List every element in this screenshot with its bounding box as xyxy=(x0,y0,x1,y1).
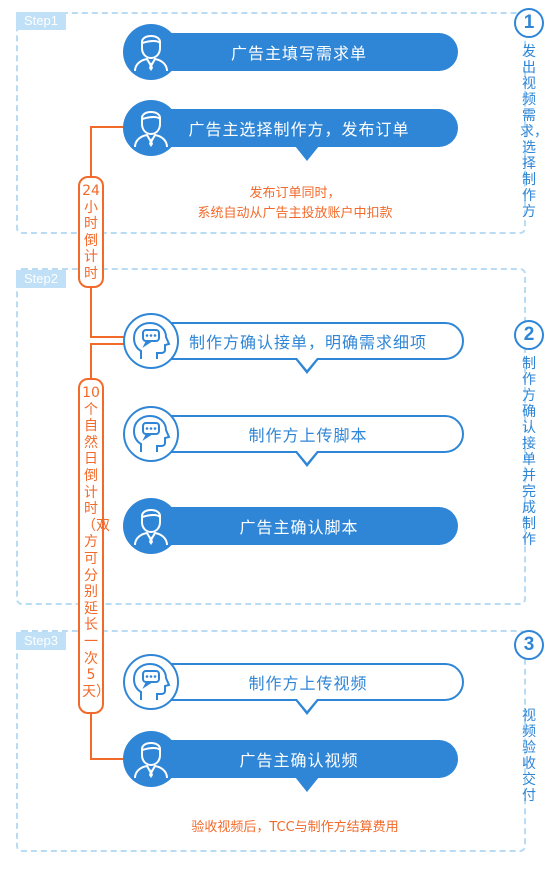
advertiser-avatar-icon xyxy=(123,24,179,80)
note-line: 系统自动从广告主投放账户中扣款 xyxy=(197,206,393,221)
note-payment-deduction: 发布订单同时， 系统自动从广告主投放账户中扣款 xyxy=(150,184,440,224)
node-label: 制作方上传脚本 xyxy=(248,426,368,445)
step3-frame xyxy=(16,630,526,852)
producer-avatar-icon xyxy=(123,313,179,369)
note-settlement: 验收视频后，TCC与制作方结算费用 xyxy=(150,818,440,838)
producer-avatar-icon xyxy=(123,406,179,462)
node-producer-accept-order: 制作方确认接单，明确需求细项 xyxy=(152,322,464,360)
node4-pointer-inner xyxy=(297,451,317,463)
advertiser-avatar-icon xyxy=(123,498,179,554)
step2-tag: Step2 xyxy=(16,270,66,288)
step1-side-text: 发出视频需求，选择制作方 xyxy=(520,44,548,220)
node-producer-upload-script: 制作方上传脚本 xyxy=(152,415,464,453)
note-line: 发布订单同时， xyxy=(249,186,341,201)
node-label: 制作方确认接单，明确需求细项 xyxy=(188,333,427,352)
timer1-line-bottom xyxy=(90,336,128,338)
producer-avatar-icon xyxy=(123,654,179,710)
node-label: 制作方上传视频 xyxy=(248,674,368,693)
node-producer-upload-video: 制作方上传视频 xyxy=(152,663,464,701)
timer2-line-bottom xyxy=(90,758,128,760)
node3-pointer-inner xyxy=(297,358,317,370)
step1-frame xyxy=(16,12,526,234)
timer2-line-vert-b xyxy=(90,712,92,760)
node-advertiser-fill-request: 广告主填写需求单 xyxy=(140,33,458,71)
node6-pointer-inner xyxy=(297,699,317,711)
node-advertiser-publish-order: 广告主选择制作方，发布订单 xyxy=(140,109,458,147)
step1-number: 1 xyxy=(514,8,544,38)
node-advertiser-confirm-video: 广告主确认视频 xyxy=(140,740,458,778)
step2-frame xyxy=(16,268,526,605)
node-label: 广告主选择制作方，发布订单 xyxy=(188,120,410,139)
node-advertiser-confirm-script: 广告主确认脚本 xyxy=(140,507,458,545)
timer1-line-top xyxy=(90,126,128,128)
step2-side-text: 制作方确认接单并完成制作 xyxy=(522,356,536,548)
node2-pointer xyxy=(295,146,319,161)
node-label: 广告主填写需求单 xyxy=(230,44,367,63)
advertiser-avatar-icon xyxy=(123,100,179,156)
node7-pointer xyxy=(295,777,319,792)
node-label: 广告主确认视频 xyxy=(239,751,359,770)
step3-side-text: 视频验收交付 xyxy=(522,708,536,804)
step1-tag: Step1 xyxy=(16,12,66,30)
timer-10-days: 10个自然日倒计时（双方可分别延长一次5天） xyxy=(78,378,110,714)
timer2-line-top xyxy=(90,343,128,345)
timer1-line-vert-a xyxy=(90,126,92,178)
timer2-line-vert-a xyxy=(90,343,92,379)
advertiser-avatar-icon xyxy=(123,731,179,787)
step3-number: 3 xyxy=(514,630,544,660)
timer1-line-vert-b xyxy=(90,286,92,338)
step3-tag: Step3 xyxy=(16,632,66,650)
step2-number: 2 xyxy=(514,320,544,350)
node-label: 广告主确认脚本 xyxy=(239,518,359,537)
note-line: 验收视频后，TCC与制作方结算费用 xyxy=(191,820,399,835)
timer-24h: 24小时倒计时 xyxy=(78,176,104,288)
